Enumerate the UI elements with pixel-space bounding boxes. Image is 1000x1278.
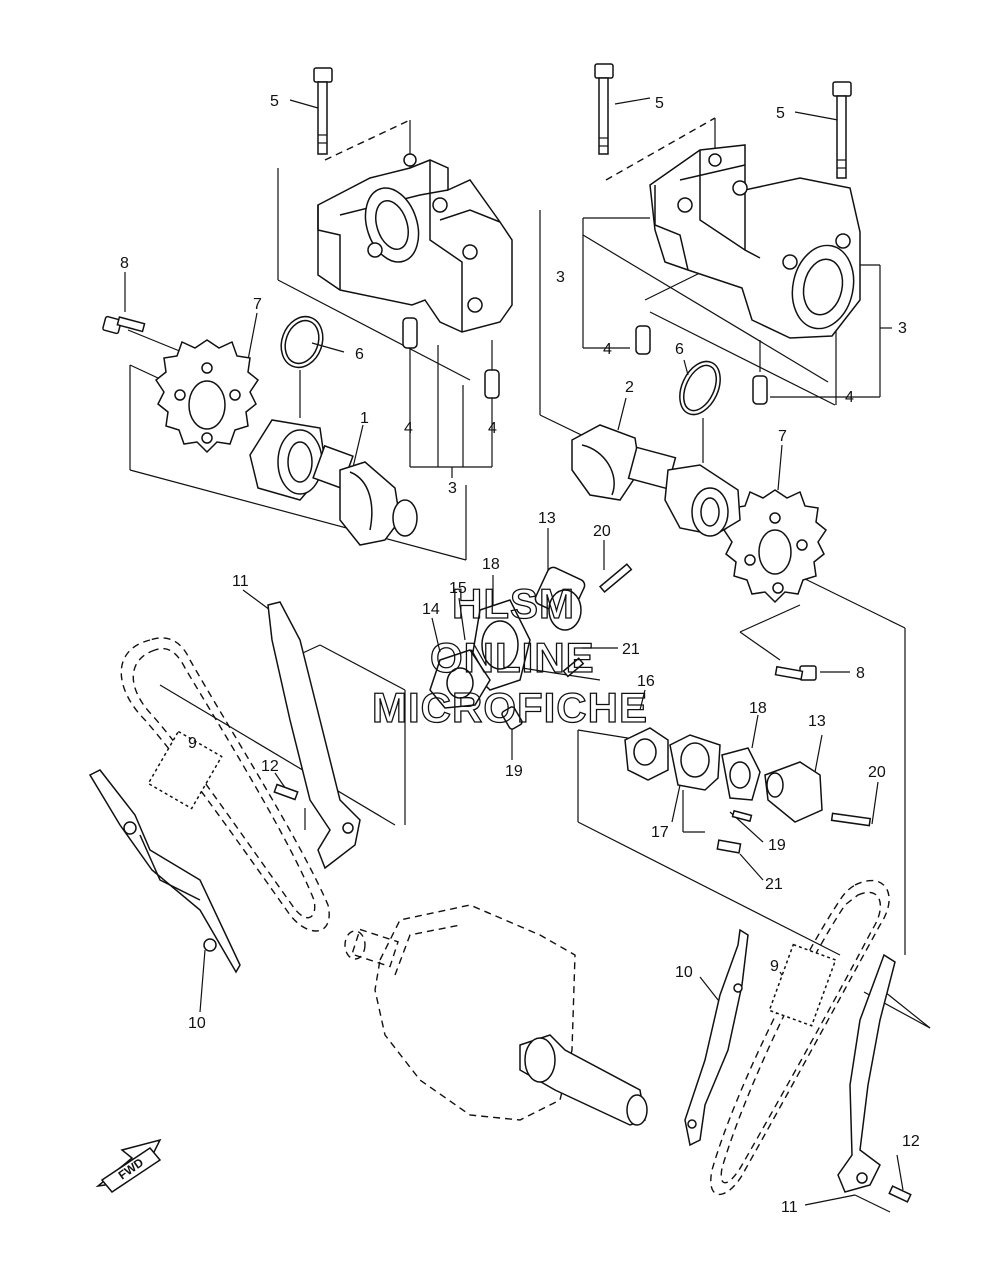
camshaft-2: [571, 424, 741, 537]
left-chain-guide-10: [88, 769, 241, 974]
callout-9-left: 9: [188, 735, 197, 752]
callout-3-right-b: 3: [898, 320, 907, 337]
center-bolt-5: [594, 63, 614, 155]
callout-13-right: 13: [808, 713, 826, 730]
crankshaft: [344, 904, 648, 1126]
callout-5-center: 5: [655, 95, 664, 112]
center-tensioner: [429, 563, 633, 730]
right-timing-chain: [710, 879, 890, 1196]
callout-11-left: 11: [232, 573, 249, 590]
callout-5-left: 5: [270, 93, 279, 110]
callout-21-right: 21: [765, 876, 783, 893]
callout-9-right: 9: [770, 958, 779, 975]
watermark: HLSM ONLINE MICROFICHE: [371, 579, 648, 731]
callout-1: 1: [360, 410, 369, 427]
callout-16: 16: [637, 673, 655, 690]
callout-3-left: 3: [448, 480, 457, 497]
callout-14: 14: [422, 601, 440, 618]
callout-8-left: 8: [120, 255, 129, 272]
sprocket-bolts: [102, 315, 817, 681]
watermark-line-1: HLSM: [452, 580, 575, 627]
callout-3-right-a: 3: [556, 269, 565, 286]
callout-6-right: 6: [675, 341, 684, 358]
callout-10-left: 10: [188, 1015, 206, 1032]
callout-8-right: 8: [856, 665, 865, 682]
callout-4-right-b: 4: [845, 389, 854, 406]
watermark-line-2: ONLINE: [430, 634, 595, 681]
callout-20-center: 20: [593, 523, 611, 540]
callout-4-right-a: 4: [603, 341, 612, 358]
left-bolt-12: [273, 783, 299, 801]
callout-10-right: 10: [675, 964, 693, 981]
callout-18-right: 18: [749, 700, 767, 717]
left-camshaft-housing: [317, 153, 513, 333]
right-cam-sprocket: [722, 489, 828, 604]
callout-21-center: 21: [622, 641, 640, 658]
right-chain-guide-10: [684, 928, 749, 1147]
callout-15: 15: [449, 580, 467, 597]
dowel-pins: [402, 317, 768, 405]
left-chain-guide-11: [267, 601, 361, 870]
callout-17: 17: [651, 824, 669, 841]
right-camshaft-housing: [649, 144, 861, 339]
callout-4-left-b: 4: [488, 420, 497, 437]
fwd-arrow-icon: FWD: [95, 1138, 162, 1193]
right-bolt-12: [888, 1185, 912, 1203]
callout-6-left: 6: [355, 346, 364, 363]
callout-19-right: 19: [768, 837, 786, 854]
callout-labels: 5 5 5 8 7 6 1 4 4 3 3 3 4 4 6 2 7 13 20 …: [120, 93, 920, 1216]
callout-2: 2: [625, 379, 634, 396]
right-tensioner: [624, 727, 872, 854]
leader-lines: [124, 97, 931, 1213]
right-chain-guide-11: [837, 953, 896, 1193]
callout-5-right: 5: [776, 105, 785, 122]
camshaft-1: [249, 419, 418, 546]
right-bolt-5: [832, 81, 852, 179]
callout-12-right: 12: [902, 1133, 920, 1150]
callout-20-right: 20: [868, 764, 886, 781]
callout-12-left: 12: [261, 758, 279, 775]
callout-4-left-a: 4: [404, 420, 413, 437]
callout-13-center: 13: [538, 510, 556, 527]
left-bolt-5: [313, 67, 333, 155]
left-timing-chain: [120, 637, 330, 932]
callout-7-right: 7: [778, 428, 787, 445]
callout-19-center: 19: [505, 763, 523, 780]
callout-11-right: 11: [781, 1199, 798, 1216]
left-cam-sprocket: [154, 339, 260, 454]
callout-18-center: 18: [482, 556, 500, 573]
watermark-line-3: MICROFICHE: [372, 684, 648, 731]
circlips: [280, 315, 721, 416]
callout-7-left: 7: [253, 296, 262, 313]
